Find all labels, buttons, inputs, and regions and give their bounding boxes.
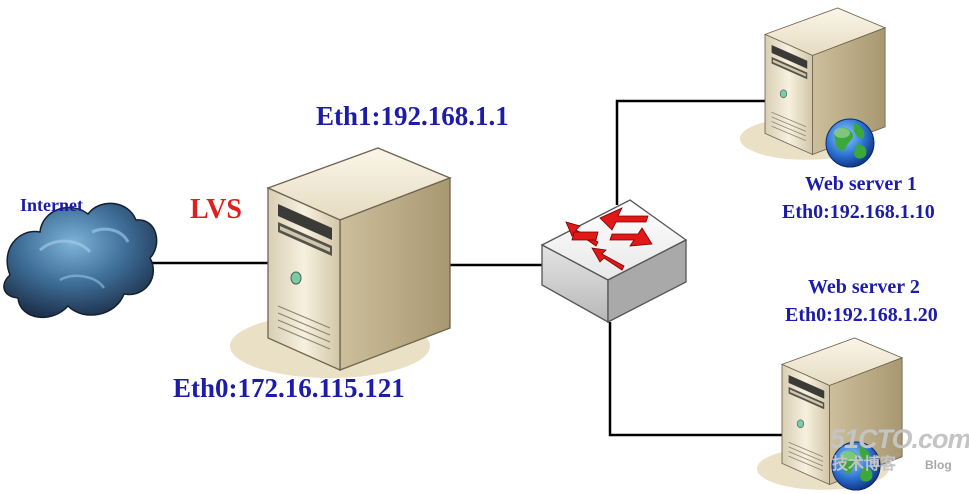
link-switch-web2 bbox=[608, 322, 785, 437]
lvs-eth1-address: Eth1:192.168.1.1 bbox=[316, 101, 509, 131]
web-server-1-address: Eth0:192.168.1.10 bbox=[782, 201, 935, 223]
web-server-2-label: Web server 2 bbox=[808, 276, 920, 298]
internet-label: Internet bbox=[20, 195, 83, 215]
web-server-2-address: Eth0:192.168.1.20 bbox=[785, 304, 938, 326]
web-server-1-label: Web server 1 bbox=[805, 173, 917, 195]
web-server-1-globe-icon bbox=[825, 118, 875, 168]
link-switch-web1 bbox=[615, 99, 767, 205]
connections bbox=[150, 99, 785, 437]
watermark-subtitle: 技术博客 bbox=[832, 456, 897, 473]
cloud-icon bbox=[3, 202, 158, 319]
watermark-site: 51CTO.com bbox=[830, 424, 969, 454]
lvs-eth0-address: Eth0:172.16.115.121 bbox=[173, 373, 405, 403]
lvs-label: LVS bbox=[190, 194, 242, 225]
watermark-blog: Blog bbox=[925, 458, 952, 472]
network-switch-icon bbox=[540, 199, 688, 324]
